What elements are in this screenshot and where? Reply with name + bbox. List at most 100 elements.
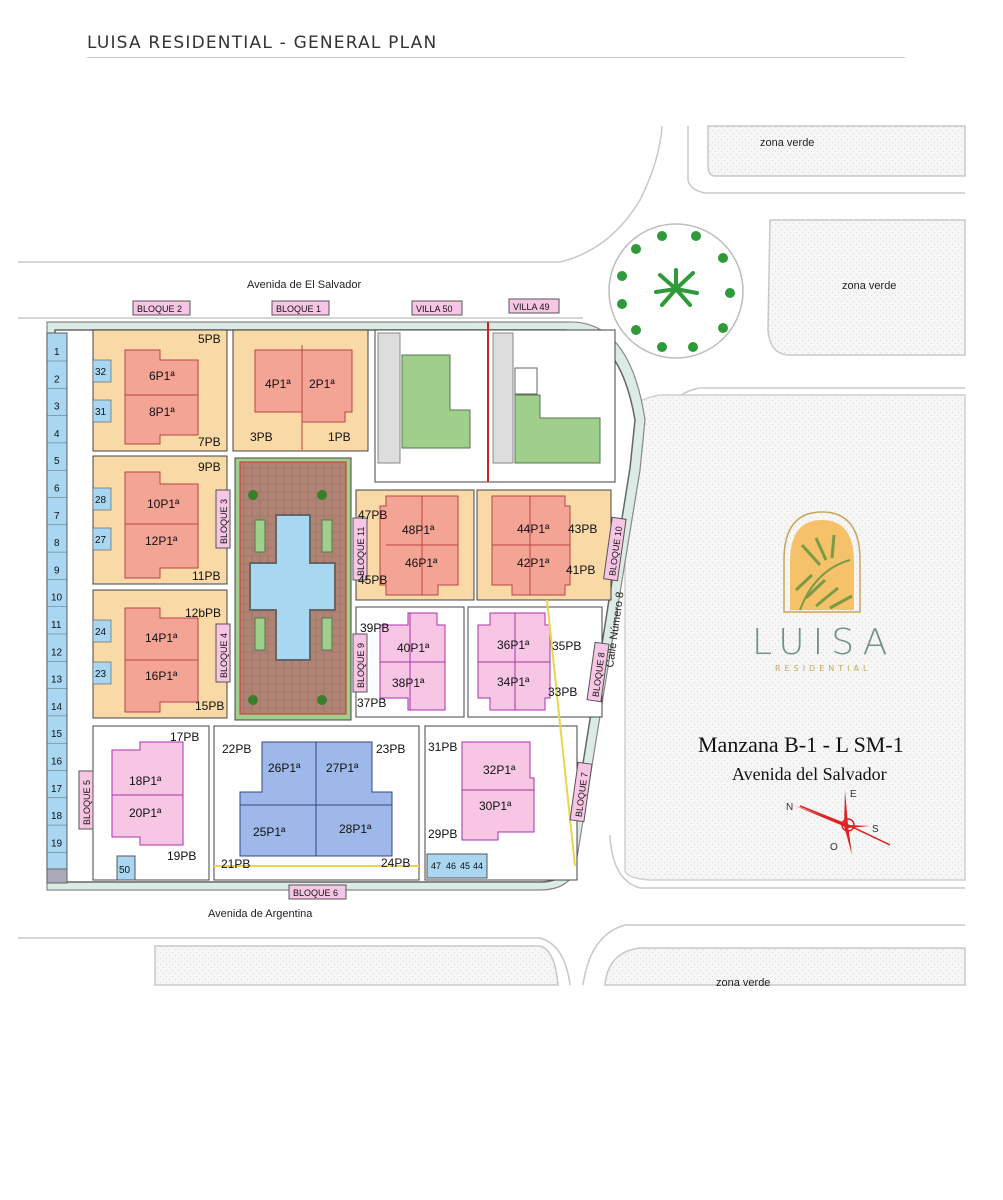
- block-tag-11: BLOQUE 11: [356, 527, 366, 576]
- parking-number: 7: [54, 511, 60, 522]
- parking-number: 50: [119, 865, 131, 876]
- parking-number: 4: [54, 429, 60, 440]
- block-tag-1: BLOQUE 1: [276, 304, 321, 314]
- parking-number: 44: [473, 861, 483, 871]
- block-1: [232, 329, 369, 452]
- luisa-logo-icon: [783, 511, 861, 613]
- unit-label: 37PB: [357, 696, 386, 710]
- logo-wordmark: LUISA: [752, 622, 896, 663]
- green-zone-3: zona verde: [716, 977, 770, 989]
- green-zone-2: zona verde: [842, 280, 896, 292]
- parking-number: 8: [54, 538, 60, 549]
- block-7: [424, 599, 578, 881]
- roundabout: [608, 223, 744, 359]
- unit-label: 15PB: [195, 699, 224, 713]
- block-11: [355, 489, 475, 601]
- parking-number: 23: [95, 669, 107, 680]
- unit-label: 38P1ª: [392, 676, 425, 690]
- block-5: [92, 725, 210, 881]
- unit-label: 5PB: [198, 332, 221, 346]
- parking-number: 14: [51, 702, 63, 713]
- unit-label: 1PB: [328, 430, 351, 444]
- compass-n: N: [786, 802, 793, 813]
- parking-number: 27: [95, 535, 107, 546]
- parking-number: 47: [431, 861, 441, 871]
- unit-label: 10P1ª: [147, 497, 180, 511]
- unit-label: 43PB: [568, 522, 597, 536]
- compass-o: O: [830, 842, 838, 853]
- compass-icon: N E S O: [786, 789, 891, 855]
- unit-label: 25P1ª: [253, 825, 286, 839]
- parking-number: 45: [460, 861, 470, 871]
- unit-label: 14P1ª: [145, 631, 178, 645]
- unit-label: 3PB: [250, 430, 273, 444]
- roads: [18, 125, 966, 986]
- unit-label: 42P1ª: [517, 556, 550, 570]
- unit-label: 24PB: [381, 856, 410, 870]
- unit-label: 19PB: [167, 849, 196, 863]
- parking-number: 3: [54, 402, 60, 413]
- villas: [374, 322, 616, 483]
- compass-e: E: [850, 789, 857, 800]
- unit-label: 34P1ª: [497, 675, 530, 689]
- unit-label: 47PB: [358, 508, 387, 522]
- villa-tag-50: VILLA 50: [416, 304, 453, 314]
- parking-number: 6: [54, 484, 60, 495]
- unit-label: 9PB: [198, 460, 221, 474]
- unit-label: 33PB: [548, 685, 577, 699]
- logo-subtitle: RESIDENTIAL: [775, 664, 872, 673]
- parking-number: 10: [51, 593, 63, 604]
- street-south: Avenida de Argentina: [208, 908, 313, 920]
- unit-label: 23PB: [376, 742, 405, 756]
- parking-number: 31: [95, 407, 107, 418]
- parking-number: 16: [51, 757, 63, 768]
- unit-label: 44P1ª: [517, 522, 550, 536]
- unit-label: 12bPB: [185, 606, 221, 620]
- block-tag-6: BLOQUE 6: [293, 888, 338, 898]
- block-6: [213, 725, 420, 881]
- unit-label: 4P1ª: [265, 377, 291, 391]
- unit-label: 41PB: [566, 563, 595, 577]
- unit-label: 6P1ª: [149, 369, 175, 383]
- unit-label: 22PB: [222, 742, 251, 756]
- inner-parking: [92, 359, 112, 685]
- parking-number: 28: [95, 495, 107, 506]
- block-10: [476, 489, 612, 601]
- parking-number: 11: [51, 620, 62, 631]
- block-9: [355, 606, 465, 718]
- unit-label: 29PB: [428, 827, 457, 841]
- unit-label: 18P1ª: [129, 774, 162, 788]
- block-2: [92, 329, 228, 452]
- compass-s: S: [872, 824, 879, 835]
- unit-label: 16P1ª: [145, 669, 178, 683]
- unit-label: 12P1ª: [145, 534, 178, 548]
- unit-label: 39PB: [360, 621, 389, 635]
- unit-label: 32P1ª: [483, 763, 516, 777]
- unit-label: 17PB: [170, 730, 199, 744]
- unit-label: 8P1ª: [149, 405, 175, 419]
- parking-number: 46: [446, 861, 456, 871]
- page-title: LUISA RESIDENTIAL - GENERAL PLAN: [87, 33, 438, 53]
- lot-reference: Manzana B-1 - L SM-1: [698, 732, 904, 757]
- unit-label: 27P1ª: [326, 761, 359, 775]
- unit-label: 11PB: [192, 569, 220, 583]
- unit-label: 35PB: [552, 639, 581, 653]
- block-3: [92, 455, 228, 585]
- unit-label: 46P1ª: [405, 556, 438, 570]
- block-tag-5: BLOQUE 5: [82, 780, 92, 825]
- unit-label: 36P1ª: [497, 638, 530, 652]
- parking-number: 32: [95, 367, 107, 378]
- parking-number: 18: [51, 811, 63, 822]
- street-north: Avenida de El Salvador: [247, 279, 361, 291]
- block-tag-2: BLOQUE 2: [137, 304, 182, 314]
- parking-number: 13: [51, 675, 63, 686]
- unit-label: 21PB: [221, 857, 250, 871]
- parking-number: 9: [54, 565, 60, 576]
- green-zone-1: zona verde: [760, 137, 814, 149]
- unit-label: 31PB: [428, 740, 457, 754]
- block-tag-3: BLOQUE 3: [219, 499, 229, 544]
- block-8: [467, 606, 603, 718]
- unit-label: 20P1ª: [129, 806, 162, 820]
- title-divider: [87, 57, 905, 58]
